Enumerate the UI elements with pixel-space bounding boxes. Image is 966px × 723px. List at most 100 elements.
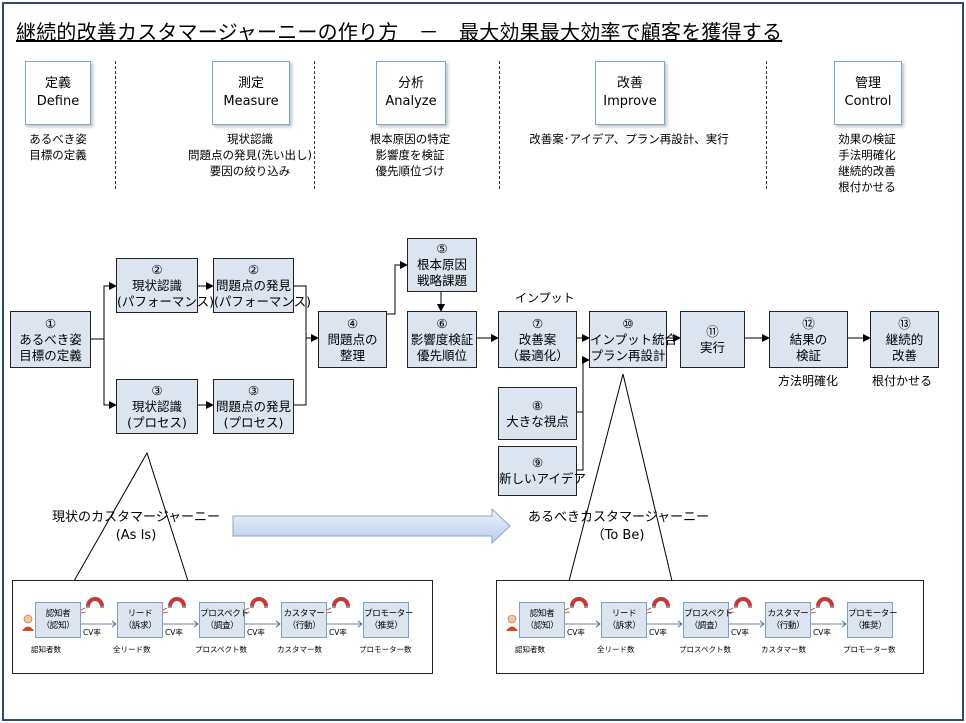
tobe-journey-count-label: 全リード数 — [597, 645, 635, 654]
journey-step-label: カスタマー — [767, 609, 809, 619]
cv-rate-label: CV率 — [329, 628, 347, 637]
journey-step-label: （推奨） — [853, 621, 887, 631]
journey-step-label: カスタマー — [283, 609, 325, 619]
node-4-organize-problems: ④ 問題点の 整理 — [318, 311, 387, 368]
tobe-journey-step: リード （訴求） — [601, 602, 647, 638]
phase-improve-box: 改善 Improve — [595, 61, 665, 125]
journey-arrow — [327, 620, 363, 628]
flow-8-join — [576, 356, 590, 413]
person-icon — [22, 614, 34, 631]
node-13-continuous-improvement: ⑬ 継続的 改善 — [870, 311, 939, 368]
journey-step-label: プロスペクト — [684, 609, 733, 619]
journey-step-label: （調査） — [205, 621, 239, 631]
magnet-icon — [564, 597, 588, 614]
tobe-journey-count-label: プロスペクト数 — [679, 645, 731, 654]
magnet-icon — [162, 597, 186, 614]
journey-step-label: プロスペクト — [200, 609, 249, 619]
asis-journey-count-label: 認知者数 — [31, 645, 61, 654]
node-3-problems-process: ③ 問題点の発見 (プロセス) — [213, 379, 294, 434]
flow-2b-4 — [293, 285, 319, 342]
phase-define-en: Define — [36, 94, 80, 109]
phase-measure-desc: 現状認識 問題点の発見(洗い出し) 要因の絞り込み — [188, 132, 312, 178]
magnet-icon — [80, 597, 104, 614]
big-transition-arrow — [232, 507, 511, 545]
journey-step-label: （認知） — [41, 621, 75, 631]
phase-analyze-en: Analyze — [385, 94, 437, 109]
phase-measure-en: Measure — [223, 94, 279, 109]
asis-journey-arrows — [22, 597, 363, 631]
magnet-icon — [728, 597, 752, 614]
journey-step-label: （推奨） — [369, 621, 403, 631]
journey-step-label: （調査） — [689, 621, 723, 631]
magnet-icon — [646, 597, 670, 614]
phase-analyze-desc: 根本原因の特定 影響度を検証 優先順位づけ — [369, 132, 451, 178]
flow-1-3a — [103, 339, 117, 409]
tobe-journey-step: 認知者（認知） — [519, 602, 565, 638]
cv-rate-label: CV率 — [83, 628, 101, 637]
asis-journey-step: プロモーター （推奨） — [363, 602, 414, 638]
node-12-verify-results: ⑫ 結果の 検証 — [769, 311, 848, 368]
tobe-journey-step: カスタマー （行動） — [765, 602, 811, 638]
node-5-root-cause: ⑤ 根本原因 戦略課題 — [407, 238, 477, 292]
tobe-journey-arrows — [506, 597, 847, 631]
journey-step-label: リード — [127, 609, 153, 619]
journey-step-label: （訴求） — [607, 621, 641, 631]
journey-step-label: プロモーター — [848, 609, 898, 619]
phase-divider — [314, 61, 315, 189]
node-8-big-picture: ⑧ 大きな視点 — [498, 387, 577, 440]
tobe-journey-step: プロスペクト （調査） — [683, 602, 733, 638]
journey-step-label: （行動） — [771, 621, 805, 631]
magnet-icon — [244, 597, 268, 614]
phase-define-box: 定義 Define — [25, 61, 91, 125]
tobe-journey-step: プロモーター （推奨） — [847, 602, 898, 638]
phase-improve-desc: 改善案･アイデア、プラン再設計、実行 — [529, 132, 729, 146]
journey-arrow — [81, 620, 117, 628]
magnet-icon — [326, 597, 350, 614]
journey-step-label: 認知者 — [45, 609, 71, 619]
asis-journey-step: 認知者 （認知） — [35, 602, 81, 638]
journey-step-label: （訴求） — [123, 621, 157, 631]
journey-arrow — [565, 620, 601, 628]
asis-journey-count-label: 全リード数 — [113, 645, 151, 654]
phase-control-box: 管理 Control — [834, 61, 902, 125]
node-6-impact-priority: ⑥ 影響度検証 優先順位 — [407, 311, 477, 368]
phase-measure-box: 測定 Measure — [212, 61, 290, 125]
node-10-integrate-redesign: ⑩ インプット統合 プラン再設計 — [589, 311, 677, 368]
asis-journey-step: プロスペクト （調査） — [199, 602, 249, 638]
phase-divider — [766, 61, 767, 189]
cv-rate-label: CV率 — [731, 628, 749, 637]
phase-divider — [115, 61, 116, 189]
node-9-new-ideas: ⑨ 新しいアイデア — [498, 446, 586, 496]
flow-3b-4 — [293, 338, 307, 406]
root-label: 根付かせる — [872, 374, 933, 388]
journey-step-label: リード — [611, 609, 637, 619]
flow-4-5 — [386, 261, 408, 315]
asis-journey-count-label: プロスペクト数 — [195, 645, 247, 654]
phase-analyze-jp: 分析 — [397, 76, 424, 91]
journey-step-label: （認知） — [525, 621, 559, 631]
page-title: 継続的改善カスタマージャーニーの作り方 － 最大効果最大効率で顧客を獲得する — [16, 20, 783, 44]
connector-layer — [73, 261, 871, 582]
node-2-problems-performance: ② 問題点の発見 (パフォーマンス) — [213, 258, 311, 313]
cv-rate-label: CV率 — [165, 628, 183, 637]
journey-arrow — [647, 620, 683, 628]
phase-divider — [499, 61, 500, 189]
node-3-current-process: ③ 現状認識 (プロセス) — [116, 379, 198, 434]
phase-analyze-box: 分析 Analyze — [376, 61, 446, 125]
flow-9-join — [576, 412, 584, 471]
cv-rate-label: CV率 — [813, 628, 831, 637]
journey-step-label: プロモーター — [364, 609, 414, 619]
phase-define-desc: あるべき姿 目標の定義 — [29, 132, 87, 162]
tobe-journey-title: あるべきカスタマージャーニー （To Be) — [528, 510, 710, 543]
tobe-journey-count-label: プロモーター数 — [843, 645, 896, 654]
phase-control-jp: 管理 — [854, 76, 881, 91]
cv-rate-label: CV率 — [649, 628, 667, 637]
node-1-ideal-state: ① あるべき姿 目標の定義 — [10, 311, 91, 368]
node-2-current-performance: ② 現状認識 (パフォーマンス) — [116, 258, 214, 313]
phase-define-jp: 定義 — [44, 76, 71, 91]
journey-arrow — [729, 620, 765, 628]
tobe-triangle — [568, 373, 673, 582]
node-11-execute: ⑪ 実行 — [680, 311, 745, 368]
